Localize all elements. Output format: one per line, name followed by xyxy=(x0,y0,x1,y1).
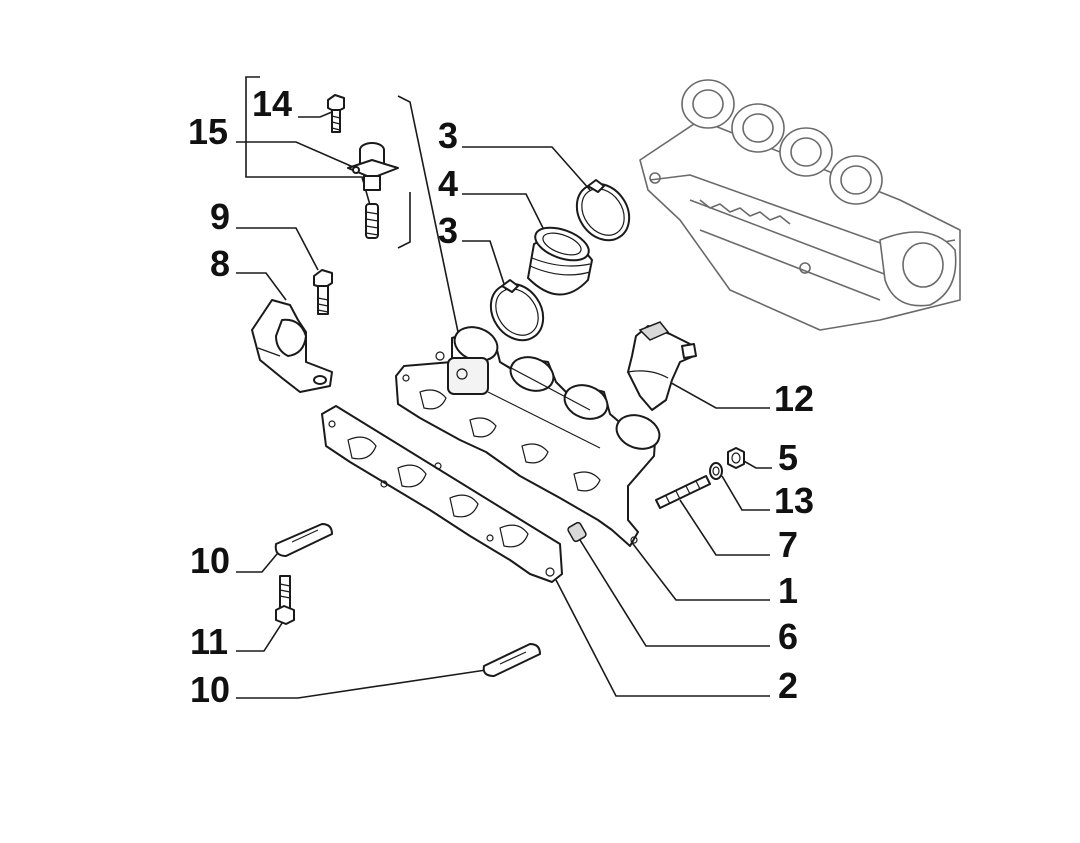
clamp-part-3-lower xyxy=(489,279,545,342)
callout-15: 15 xyxy=(188,111,229,152)
washer-part-13 xyxy=(709,462,723,480)
callout-3-lower: 3 xyxy=(438,210,459,251)
plate-part-10-lower xyxy=(482,643,541,677)
sensor-part-15 xyxy=(347,142,399,191)
stud-part-7 xyxy=(655,475,711,509)
assembled-manifold-reference xyxy=(639,79,961,331)
callout-1: 1 xyxy=(778,570,799,611)
callout-6: 6 xyxy=(778,616,799,657)
gasket-part-2 xyxy=(321,405,563,583)
callout-3-upper: 3 xyxy=(438,115,459,156)
bolt-part-9 xyxy=(313,269,333,315)
manifold-part-1 xyxy=(395,326,661,547)
callout-10-upper: 10 xyxy=(190,540,231,581)
callout-5: 5 xyxy=(778,437,799,478)
callout-4: 4 xyxy=(438,163,459,204)
plate-part-10-upper xyxy=(274,523,333,557)
callout-13: 13 xyxy=(774,480,815,521)
callout-12: 12 xyxy=(774,378,815,419)
callout-8: 8 xyxy=(210,243,231,284)
pipe-part-12 xyxy=(627,321,697,411)
clamp-part-3-upper xyxy=(575,179,631,242)
bracket-part-8 xyxy=(251,299,333,393)
bolt-part-14 xyxy=(327,94,345,133)
callout-7: 7 xyxy=(778,524,799,565)
hose-part-4 xyxy=(527,226,593,296)
stud-part-6 xyxy=(567,521,587,543)
callout-14: 14 xyxy=(252,83,293,124)
callout-10-lower: 10 xyxy=(190,669,231,710)
leader-lines xyxy=(236,76,772,699)
callout-11: 11 xyxy=(190,621,229,662)
callout-9: 9 xyxy=(210,196,231,237)
bolt-part-11 xyxy=(275,575,295,625)
callout-2: 2 xyxy=(778,665,799,706)
stud-sensor xyxy=(365,203,379,239)
nut-part-5 xyxy=(727,447,745,469)
